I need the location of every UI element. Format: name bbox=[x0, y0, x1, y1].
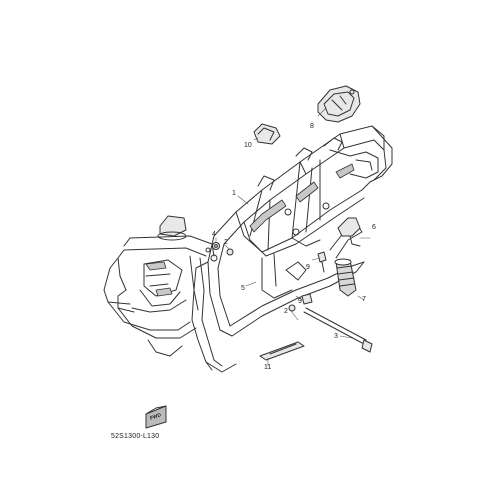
callout-10: 10 bbox=[244, 142, 252, 149]
callout-1: 1 bbox=[232, 190, 236, 197]
long-bolt-part-3 bbox=[303, 307, 373, 353]
front-direction-badge bbox=[145, 405, 167, 429]
nut-part-4 bbox=[212, 242, 220, 250]
callout-5: 5 bbox=[241, 285, 245, 292]
frame-shading bbox=[145, 163, 355, 297]
rear-cover-part-8 bbox=[317, 85, 361, 123]
callout-9-upper: 9 bbox=[306, 264, 310, 271]
callout-2-lower: 2 bbox=[284, 308, 288, 315]
callout-2-upper: 2 bbox=[224, 239, 228, 246]
collar-part-2 bbox=[226, 248, 296, 312]
drawing-code: 52S1300-L130 bbox=[111, 433, 160, 440]
leader-lines bbox=[215, 107, 371, 367]
front-guard-frame bbox=[103, 215, 237, 373]
callout-6: 6 bbox=[372, 224, 376, 231]
callout-9-lower: 9 bbox=[298, 298, 302, 305]
small-bracket-part-10 bbox=[253, 123, 281, 145]
main-frame-part-1 bbox=[193, 125, 393, 337]
hose-bracket-part-6 bbox=[337, 217, 361, 247]
strap-part-11 bbox=[259, 341, 305, 361]
callout-4: 4 bbox=[212, 231, 216, 238]
callout-11: 11 bbox=[264, 364, 272, 371]
callout-7: 7 bbox=[362, 296, 366, 303]
callout-3: 3 bbox=[334, 333, 338, 340]
duct-hose-part-7 bbox=[334, 258, 357, 297]
callout-8: 8 bbox=[310, 123, 314, 130]
bolt-part-9 bbox=[301, 251, 327, 305]
